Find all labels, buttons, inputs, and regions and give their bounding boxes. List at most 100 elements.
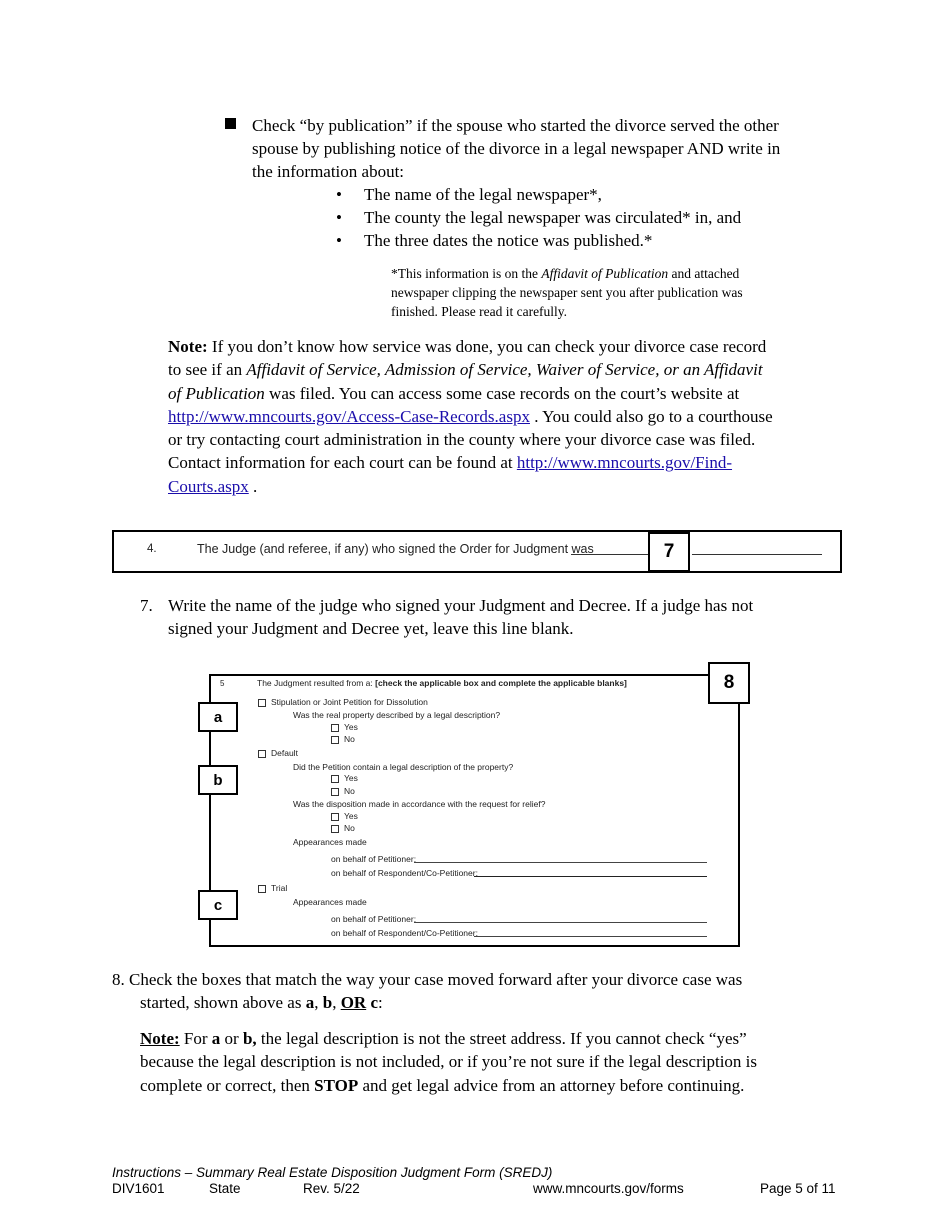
note-l2-pre: to see if an: [168, 360, 247, 380]
checkbox-icon[interactable]: [258, 884, 266, 893]
respondent-line[interactable]: [474, 876, 707, 877]
step8-n2: because the legal description is not inc…: [140, 1052, 758, 1072]
bullet-dot-icon: •: [336, 185, 342, 204]
footer-title: Instructions – Summary Real Estate Dispo…: [112, 1165, 553, 1180]
note-l6-pre: Contact information for each court can b…: [168, 453, 517, 473]
excerpt8-number: 5: [220, 679, 225, 688]
respondent-label: on behalf of Respondent/Co-Petitioner:: [331, 928, 478, 938]
square-bullet-icon: [225, 118, 236, 129]
step8-n1-post: the legal description is not the street …: [256, 1029, 747, 1048]
step8-n1-pre: For: [179, 1029, 212, 1048]
petitioner-label: on behalf of Petitioner:: [331, 854, 417, 864]
pub-footnote: *This information is on the Affidavit of…: [391, 264, 743, 321]
option-yes: Yes: [331, 811, 358, 821]
callout-c: c: [198, 890, 238, 920]
step8-b: b: [322, 993, 333, 1012]
checkbox-icon[interactable]: [331, 787, 339, 796]
trial-label: Trial: [271, 883, 288, 893]
note-paragraph: Note: If you don’t know how service was …: [168, 335, 858, 498]
yes-label: Yes: [344, 773, 358, 783]
judge-blank-line: [571, 554, 649, 555]
note-l3-post: was filed. You can access some case reco…: [264, 383, 740, 403]
respondent-label: on behalf of Respondent/Co-Petitioner:: [331, 868, 478, 878]
find-courts-link-cont[interactable]: Courts.aspx: [168, 476, 249, 496]
callout-b: b: [198, 765, 238, 795]
pub-line1: Check “by publication” if the spouse who…: [252, 116, 779, 135]
checkbox-icon[interactable]: [331, 812, 339, 821]
form-excerpt-judgment-type: 5 The Judgment resulted from a: [check t…: [209, 674, 740, 947]
q-real-property: Was the real property described by a leg…: [293, 710, 501, 720]
step8-note-a: a: [211, 1029, 221, 1048]
excerpt7-number: 4.: [147, 543, 157, 555]
no-label: No: [344, 734, 355, 744]
checkbox-icon[interactable]: [331, 723, 339, 732]
step7-number: 7.: [140, 596, 153, 615]
footer-rev: Rev. 5/22: [303, 1181, 360, 1196]
pub-line3: the information about:: [252, 162, 405, 181]
note-l7-post: .: [248, 476, 258, 496]
petitioner-label: on behalf of Petitioner:: [331, 914, 417, 924]
excerpt8-title: The Judgment resulted from a: [check the…: [257, 678, 627, 688]
step8-l2-pre: started, shown above as: [140, 993, 306, 1012]
form-excerpt-judge: 4. The Judge (and referee, if any) who s…: [112, 530, 842, 573]
checkbox-icon[interactable]: [258, 749, 266, 758]
checkbox-icon[interactable]: [258, 698, 266, 707]
option-no: No: [331, 823, 355, 833]
footer-state: State: [209, 1181, 241, 1196]
note-l5: or try contacting court administration i…: [168, 430, 756, 450]
option-yes: Yes: [331, 722, 358, 732]
yes-label: Yes: [344, 722, 358, 732]
pub-line2: spouse by publishing notice of the divor…: [252, 139, 781, 158]
checkbox-icon[interactable]: [331, 824, 339, 833]
default-label: Default: [271, 748, 298, 758]
step8-n3-post: and get legal advice from an attorney be…: [358, 1075, 745, 1095]
note-l2-em: Affidavit of Service, Admission of Servi…: [246, 360, 763, 380]
pub-bullet-2: The county the legal newspaper was circu…: [364, 208, 742, 227]
q-petition: Did the Petition contain a legal descrip…: [293, 762, 514, 772]
no-label: No: [344, 786, 355, 796]
pub-bullet-3: The three dates the notice was published…: [364, 231, 653, 250]
footer-url[interactable]: www.mncourts.gov/forms: [533, 1181, 684, 1196]
step8-comma: ,: [314, 993, 323, 1012]
option-no: No: [331, 786, 355, 796]
stip-label: Stipulation or Joint Petition for Dissol…: [271, 697, 428, 707]
note-l1: If you don’t know how service was done, …: [207, 337, 767, 356]
option-yes: Yes: [331, 773, 358, 783]
callout-a: a: [198, 702, 238, 732]
step7-line1: Write the name of the judge who signed y…: [168, 596, 754, 615]
excerpt8-title-pre: The Judgment resulted from a:: [257, 678, 376, 688]
note-l3-em: of Publication: [168, 383, 265, 403]
no-label: No: [344, 823, 355, 833]
find-courts-link[interactable]: http://www.mncourts.gov/Find-: [516, 453, 733, 473]
footer-code: DIV1601: [112, 1181, 165, 1196]
step8-stop: STOP: [314, 1075, 359, 1095]
option-stipulation: Stipulation or Joint Petition for Dissol…: [258, 697, 428, 707]
step8-line1: 8. Check the boxes that match the way yo…: [112, 970, 743, 989]
step7-line2: signed your Judgment and Decree yet, lea…: [168, 619, 574, 638]
bullet-dot-icon: •: [336, 208, 342, 227]
callout-7: 7: [648, 532, 690, 572]
step8-or: OR: [340, 993, 367, 1012]
respondent-line[interactable]: [474, 936, 707, 937]
fn1-em: Affidavit of Publication: [541, 266, 669, 281]
checkbox-icon[interactable]: [331, 735, 339, 744]
bullet-dot-icon: •: [336, 231, 342, 250]
appearances-label: Appearances made: [293, 837, 367, 847]
callout-8: 8: [708, 662, 750, 704]
step8-a: a: [305, 993, 315, 1012]
checkbox-icon[interactable]: [331, 774, 339, 783]
petitioner-line[interactable]: [414, 862, 707, 863]
step8-n3-pre: complete or correct, then: [140, 1075, 315, 1095]
appearances-label: Appearances made: [293, 897, 367, 907]
note-l4-post: . You could also go to a courthouse: [529, 406, 773, 426]
note-label: Note:: [168, 337, 208, 356]
footer-page: Page 5 of 11: [760, 1181, 836, 1196]
step8-note-b: b,: [242, 1029, 257, 1048]
option-default: Default: [258, 748, 298, 758]
petitioner-line[interactable]: [414, 922, 707, 923]
step8-note: Note: For a or b, the legal description …: [140, 1027, 840, 1097]
case-records-link[interactable]: http://www.mncourts.gov/Access-Case-Reco…: [168, 406, 530, 426]
step8-line2: started, shown above as a, b, OR c:: [140, 991, 383, 1014]
fn1-post: and attached: [668, 266, 740, 281]
fn2: newspaper clipping the newspaper sent yo…: [391, 285, 743, 300]
